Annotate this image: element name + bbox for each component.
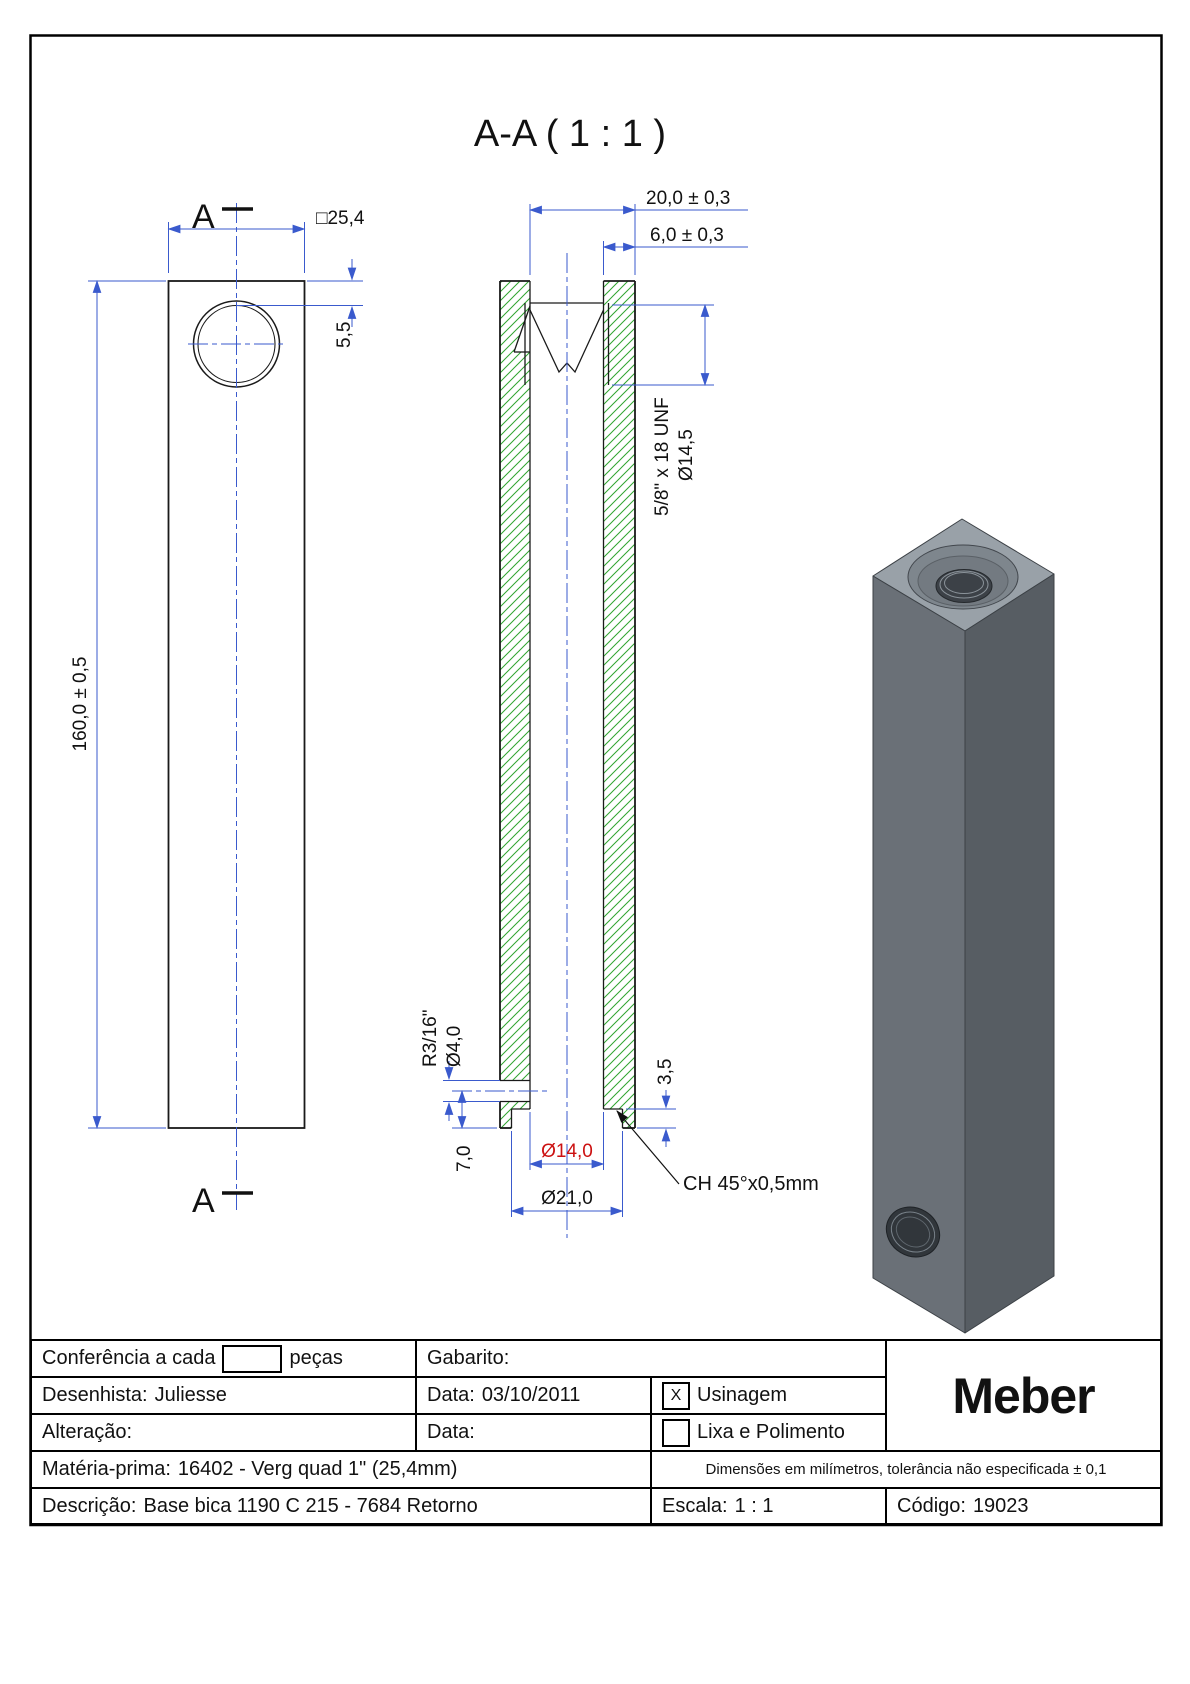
desenhista-label: Desenhista: [42, 1384, 148, 1406]
data1-value: 03/10/2011 [481, 1384, 581, 1406]
gabarito-label: Gabarito: [427, 1347, 510, 1369]
escala-cell: Escala: 1 : 1 [652, 1489, 887, 1523]
iso-top-hole [935, 569, 993, 603]
dim-wall-label: 6,0 ± 0,3 [650, 225, 724, 246]
conferencia-count-box [222, 1344, 283, 1373]
dim-width-label: □25,4 [316, 208, 365, 229]
section-view: 20,0 ± 0,3 6,0 ± 0,3 5/8" x 18 UNF Ø14,5… [420, 188, 819, 1238]
front-view-centerlines [188, 203, 285, 1210]
section-dimension-lines [443, 204, 748, 1217]
iso-view [872, 518, 1055, 1334]
lixa-cell: Lixa e Polimento [652, 1415, 887, 1452]
conferencia-cell: Conferência a cada peças [32, 1341, 417, 1378]
conferencia-label: Conferência a cada [42, 1347, 216, 1369]
dim-thread-label: 5/8" x 18 UNF [652, 397, 673, 516]
data1-cell: Data: 03/10/2011 [417, 1378, 652, 1415]
lixa-checkbox [662, 1418, 690, 1447]
dim-bore-width-label: 20,0 ± 0,3 [646, 188, 730, 209]
meber-logo: Meber [952, 1367, 1095, 1424]
dim-length-label: 160,0 ± 0,5 [70, 657, 91, 752]
data1-label: Data: [427, 1384, 475, 1406]
descricao-cell: Descrição: Base bica 1190 C 215 - 7684 R… [32, 1489, 652, 1523]
view-title: A-A ( 1 : 1 ) [474, 113, 666, 155]
chamfer-leader [616, 1110, 680, 1185]
iso-side-hole [885, 1206, 941, 1258]
alteracao-cell: Alteração: [32, 1415, 417, 1452]
section-letter-top: A [192, 198, 215, 236]
codigo-value: 19023 [972, 1494, 1029, 1517]
alteracao-label: Alteração: [42, 1421, 133, 1443]
dim-side-hole-pos-label: 7,0 [454, 1146, 475, 1172]
materia-prima-label: Matéria-prima: [42, 1458, 171, 1480]
section-centerlines [452, 253, 568, 1238]
lixa-label: Lixa e Polimento [697, 1421, 845, 1443]
materia-prima-cell: Matéria-prima: 16402 - Verg quad 1" (25,… [32, 1452, 652, 1489]
front-view: A A □25,4 5,5 160,0 ± 0,5 [70, 198, 365, 1220]
tolerancia-cell: Dimensões em milímetros, tolerância não … [652, 1452, 1160, 1489]
descricao-value: Base bica 1190 C 215 - 7684 Retorno [143, 1494, 478, 1517]
sheet-frame [29, 34, 1163, 1527]
descricao-label: Descrição: [42, 1494, 137, 1517]
gabarito-cell: Gabarito: [417, 1341, 887, 1378]
codigo-label: Código: [897, 1494, 966, 1517]
codigo-cell: Código: 19023 [887, 1489, 1160, 1523]
dim-hole-top-label: 5,5 [334, 322, 355, 348]
materia-prima-value: 16402 - Verg quad 1" (25,4mm) [177, 1458, 458, 1480]
data2-label: Data: [427, 1421, 475, 1443]
iso-top-hole-threads [939, 570, 989, 599]
tolerancia-note: Dimensões em milímetros, tolerância não … [705, 1461, 1107, 1478]
dim-bore-dia-label: Ø14,0 [541, 1141, 593, 1162]
dim-side-hole-dia-label: Ø4,0 [444, 1026, 465, 1067]
pecas-label: peças [289, 1347, 343, 1369]
dim-thread-dia-label: Ø14,5 [676, 429, 697, 481]
section-geometry [499, 280, 636, 1129]
usinagem-checkbox: X [662, 1381, 690, 1410]
desenhista-cell: Desenhista: Juliesse [32, 1378, 417, 1415]
iso-right-face [964, 573, 1055, 1334]
desenhista-value: Juliesse [154, 1384, 227, 1406]
logo-cell: Meber [887, 1341, 1160, 1452]
dim-counterbore-dia-label: Ø21,0 [541, 1188, 593, 1209]
usinagem-cell: X Usinagem [652, 1378, 887, 1415]
escala-label: Escala: [662, 1494, 728, 1517]
title-block: Conferência a cada peças Gabarito: Meber… [30, 1339, 1162, 1525]
front-view-dimension-lines [88, 222, 363, 1130]
escala-value: 1 : 1 [734, 1494, 774, 1517]
data2-cell: Data: [417, 1415, 652, 1452]
section-letter-bottom: A [192, 1182, 215, 1220]
usinagem-label: Usinagem [697, 1384, 788, 1406]
section-hatching [500, 281, 635, 1128]
chamfer-note-label: CH 45°x0,5mm [683, 1173, 819, 1195]
dim-counterbore-depth-label: 3,5 [655, 1059, 676, 1085]
dim-radius-label: R3/16" [420, 1010, 441, 1067]
